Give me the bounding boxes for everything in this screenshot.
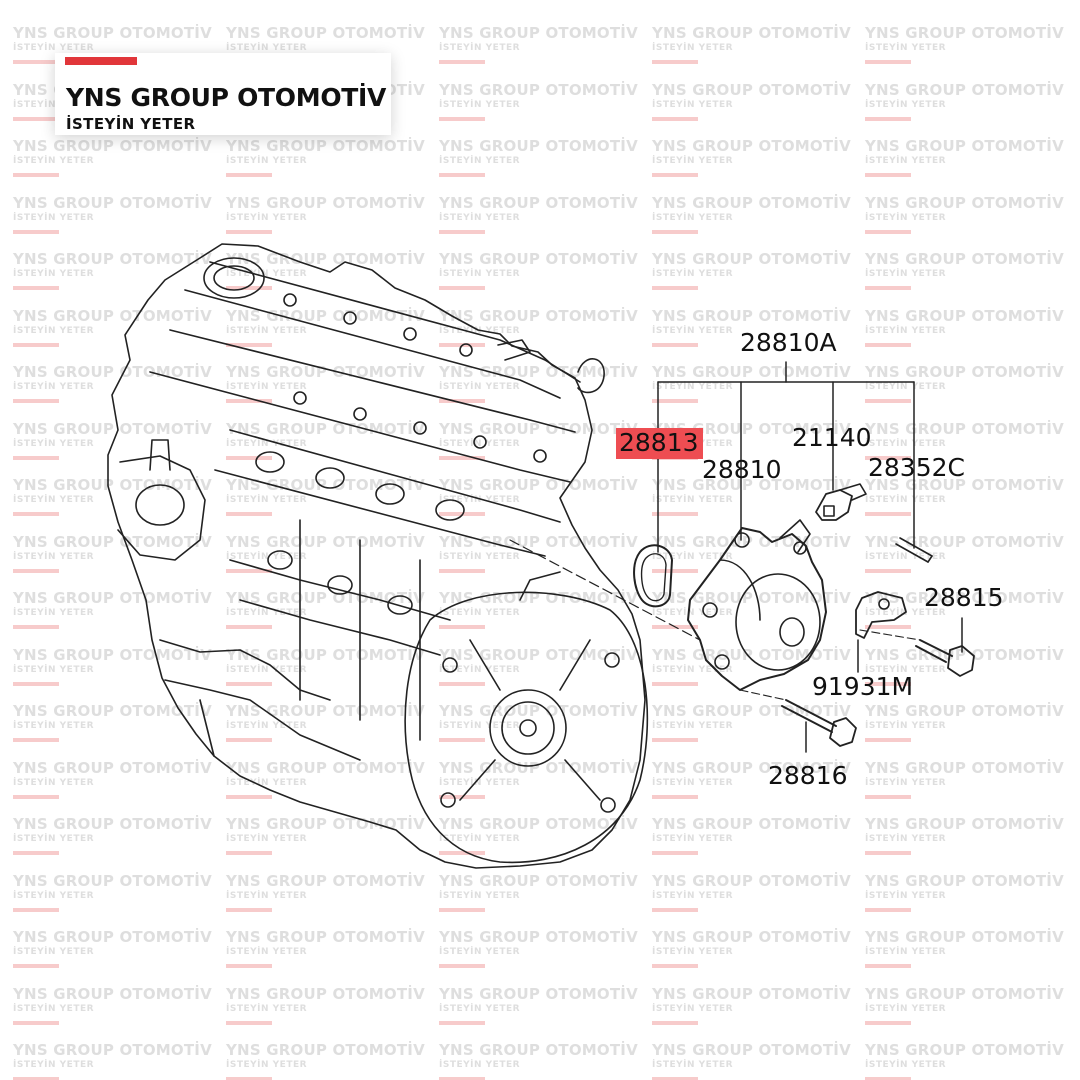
brand-logo-card: YNS GROUP OTOMOTİV İSTEYİN YETER [55,53,391,135]
part-label-assembly[interactable]: 28810A [740,328,837,357]
logo-accent-bar [65,57,137,65]
part-label-pump-bolt[interactable]: 28816 [768,761,848,790]
part-label-bracket[interactable]: 91931M [812,672,914,701]
part-label-gasket-highlighted[interactable]: 28813 [616,428,703,459]
logo-title: YNS GROUP OTOMOTİV [66,83,387,112]
part-label-vacuum-pump[interactable]: 28810 [702,455,782,484]
logo-subtitle: İSTEYİN YETER [66,115,196,133]
part-label-pin[interactable]: 28352C [868,453,965,482]
part-label-bracket-bolt[interactable]: 28815 [924,583,1004,612]
callout-leader-lines [657,361,963,753]
part-label-sensor[interactable]: 21140 [792,423,872,452]
vacuum-pump-drawing [509,483,975,747]
engine-block-drawing [107,243,649,869]
